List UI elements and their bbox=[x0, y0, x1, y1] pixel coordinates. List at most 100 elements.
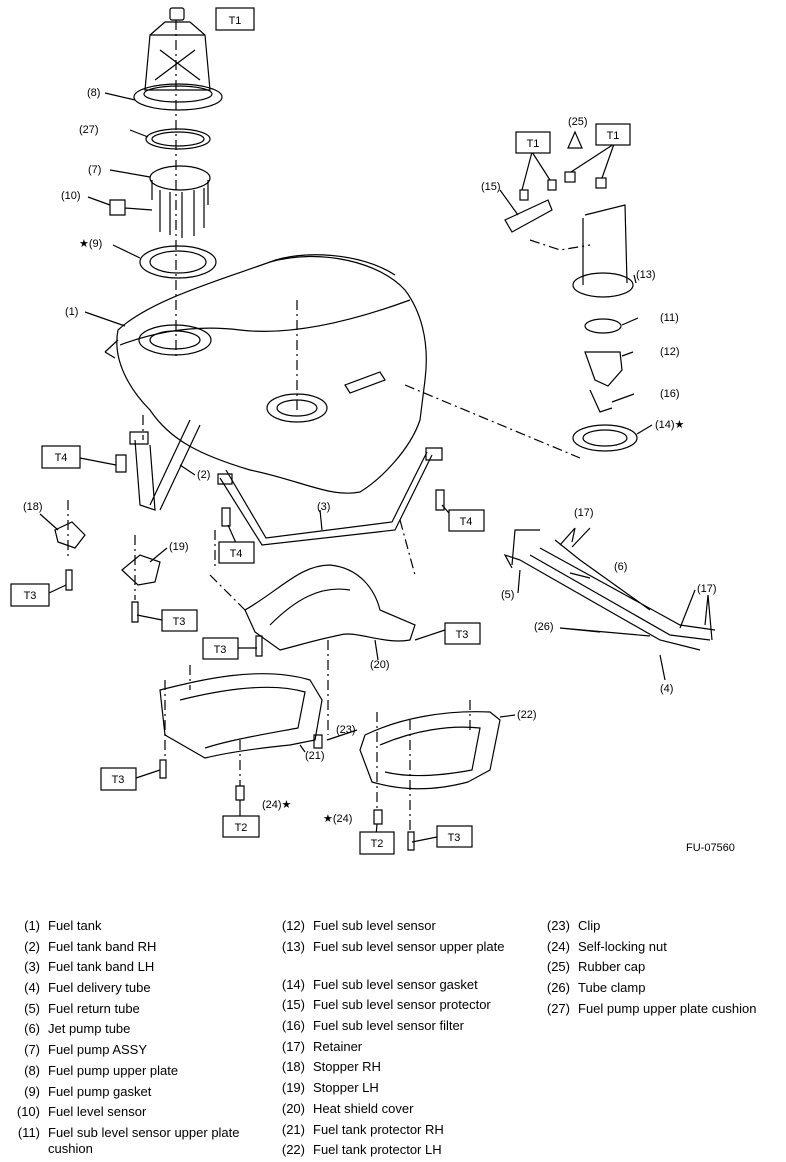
legend-item-label: Stopper LH bbox=[313, 1080, 379, 1096]
stopper-lh-part bbox=[121, 554, 161, 586]
legend-item-label: Fuel sub level sensor gasket bbox=[313, 976, 478, 992]
stopper-rh-part bbox=[54, 521, 86, 549]
legend-item: (11)Fuel sub level sensor upper plate cu… bbox=[6, 1123, 271, 1161]
legend-item-label: Fuel pump upper plate cushion bbox=[578, 1000, 757, 1016]
legend-item: (6) Jet pump tube bbox=[6, 1019, 271, 1040]
callout-6: (6) bbox=[614, 561, 627, 573]
legend-item: (16) Fuel sub level sensor filter bbox=[271, 1016, 536, 1037]
torque-label-t2-lh: T2 bbox=[371, 838, 384, 850]
torque-label-t3-stopper-lh: T3 bbox=[173, 616, 186, 628]
legend-item-label: Fuel tank band LH bbox=[48, 959, 155, 975]
legend-item-label: Fuel tank protector LH bbox=[313, 1142, 442, 1158]
legend-item-label: Self-locking nut bbox=[578, 938, 667, 954]
legend-item-label: Fuel pump ASSY bbox=[48, 1042, 147, 1058]
torque-label-t1-left: T1 bbox=[527, 138, 540, 150]
legend-item-label: Tube clamp bbox=[578, 980, 646, 996]
legend-item-label: Fuel sub level sensor bbox=[313, 918, 436, 933]
sub-level-upper-plate-part bbox=[572, 272, 634, 298]
callout-7: (7) bbox=[88, 164, 101, 176]
legend-item-number: (6) bbox=[24, 1021, 40, 1037]
legend-item: (22) Fuel tank protector LH bbox=[271, 1140, 536, 1161]
legend-item-number: (10) bbox=[16, 1104, 40, 1120]
legend-item-number: (1) bbox=[24, 918, 40, 933]
callout-11: (11) bbox=[660, 312, 679, 324]
legend-item-label: Heat shield cover bbox=[313, 1100, 414, 1116]
torque-label-t3-protector-lh: T3 bbox=[448, 832, 461, 844]
legend-item: (8)Fuel pump upper plate bbox=[6, 1061, 271, 1082]
legend-item: (26)Tube clamp bbox=[536, 978, 786, 999]
legend-item-number: (13) bbox=[281, 938, 305, 954]
legend-item-number: (4) bbox=[24, 980, 40, 996]
callout-22: (22) bbox=[517, 709, 537, 721]
sub-level-sensor-part bbox=[584, 351, 623, 387]
callout-13: (13) bbox=[636, 269, 656, 281]
callout-26: (26) bbox=[534, 621, 554, 633]
callout-12: (12) bbox=[660, 346, 680, 358]
legend-item: (19)Stopper LH bbox=[271, 1078, 536, 1099]
legend-item-label: Fuel tank band RH bbox=[48, 938, 157, 954]
legend-item-number: (24) bbox=[546, 938, 570, 954]
legend-item: (13) Fuel sub level sensor upper plate bbox=[271, 937, 536, 975]
legend-item-number: (25) bbox=[546, 959, 570, 975]
legend-item: (4)Fuel delivery tube bbox=[6, 978, 271, 999]
legend-item-label: Fuel tank protector RH bbox=[313, 1121, 444, 1137]
exploded-parts-diagram: T1 T1 T1 T4 T4 T4 T3 T3 T3 T3 T3 T3 T2 T… bbox=[10, 7, 717, 855]
legend-item: (7)Fuel pump ASSY bbox=[6, 1040, 271, 1061]
legend-item: (27) Fuel pump upper plate cushion bbox=[536, 999, 786, 1020]
callout-8: (8) bbox=[87, 87, 100, 99]
fuel-tank-band-lh-part bbox=[219, 451, 433, 546]
sub-level-protector-part bbox=[504, 199, 553, 233]
legend-item: (24) Self-locking nut bbox=[536, 937, 786, 958]
legend-item: (23)Clip bbox=[536, 916, 786, 937]
legend-item-number: (3) bbox=[24, 959, 40, 975]
legend-item: (25) Rubber cap bbox=[536, 957, 786, 978]
legend-item: (18) Stopper RH bbox=[271, 1057, 536, 1078]
legend-item-number: (15) bbox=[281, 997, 305, 1013]
legend-item-number: (8) bbox=[24, 1062, 40, 1078]
fuel-tank-protector-lh-part bbox=[359, 711, 501, 790]
callout-18: (18) bbox=[23, 501, 43, 513]
legend-item-label: Fuel sub level sensor filter bbox=[313, 1018, 465, 1034]
legend-item-number: (22) bbox=[281, 1142, 305, 1158]
heat-shield-cover-part bbox=[244, 564, 416, 651]
legend-item-label: Fuel sub level sensor upper plate cushio… bbox=[48, 1124, 240, 1156]
fuel-tank-band-rh-part bbox=[134, 419, 201, 511]
legend-item: (5)Fuel return tube bbox=[6, 999, 271, 1020]
torque-label-t4-center: T4 bbox=[230, 548, 243, 560]
fuel-tubes-part bbox=[511, 529, 716, 651]
callout-2: (2) bbox=[197, 469, 210, 481]
legend-item-number: (16) bbox=[281, 1018, 305, 1034]
legend-item: (15) Fuel sub level sensor protector bbox=[271, 995, 536, 1016]
torque-label-t1-top: T1 bbox=[229, 15, 242, 27]
fuel-tank-part bbox=[104, 254, 427, 494]
legend-item-label: Rubber cap bbox=[578, 959, 646, 975]
callout-21: (21) bbox=[305, 750, 325, 762]
callout-16: (16) bbox=[660, 388, 680, 400]
legend-item: (20)Heat shield cover bbox=[271, 1099, 536, 1120]
legend-item-label: Fuel tank bbox=[48, 918, 102, 933]
torque-label-t3-heat-shield-right: T3 bbox=[456, 629, 469, 641]
callout-14: (14)★ bbox=[655, 419, 685, 431]
legend-column-2: (12)Fuel sub level sensor(13)Fuel sub le… bbox=[271, 916, 536, 1161]
legend-item-number: (23) bbox=[546, 918, 570, 933]
legend-item-label: Fuel sub level sensor protector bbox=[313, 997, 491, 1013]
legend-item-label: Jet pump tube bbox=[48, 1021, 131, 1037]
legend-item-number: (17) bbox=[281, 1038, 305, 1054]
sub-level-cushion-part bbox=[584, 318, 622, 334]
legend-item-number: (21) bbox=[281, 1121, 305, 1137]
legend-item-number: (14) bbox=[281, 976, 305, 992]
torque-label-t3-heat-shield-left: T3 bbox=[214, 644, 227, 656]
legend-item-label: Stopper RH bbox=[313, 1059, 381, 1075]
legend-item: (10)Fuel level sensor bbox=[6, 1102, 271, 1123]
legend-item-number: (9) bbox=[24, 1083, 40, 1099]
legend-item: (17)Retainer bbox=[271, 1037, 536, 1058]
callout-24-rh: (24)★ bbox=[262, 799, 292, 811]
legend-item-number: (27) bbox=[546, 1000, 570, 1016]
legend-item-number: (18) bbox=[281, 1059, 305, 1075]
torque-label-t3-stopper-rh: T3 bbox=[24, 590, 37, 602]
callout-15: (15) bbox=[481, 181, 501, 193]
torque-label-t1-right: T1 bbox=[607, 130, 620, 142]
callout-4: (4) bbox=[660, 683, 673, 695]
legend-item-label: Fuel sub level sensor upper plate bbox=[313, 938, 505, 954]
legend-column-3: (23)Clip(24) Self-locking nut (25) Rubber c… bbox=[536, 916, 786, 1019]
